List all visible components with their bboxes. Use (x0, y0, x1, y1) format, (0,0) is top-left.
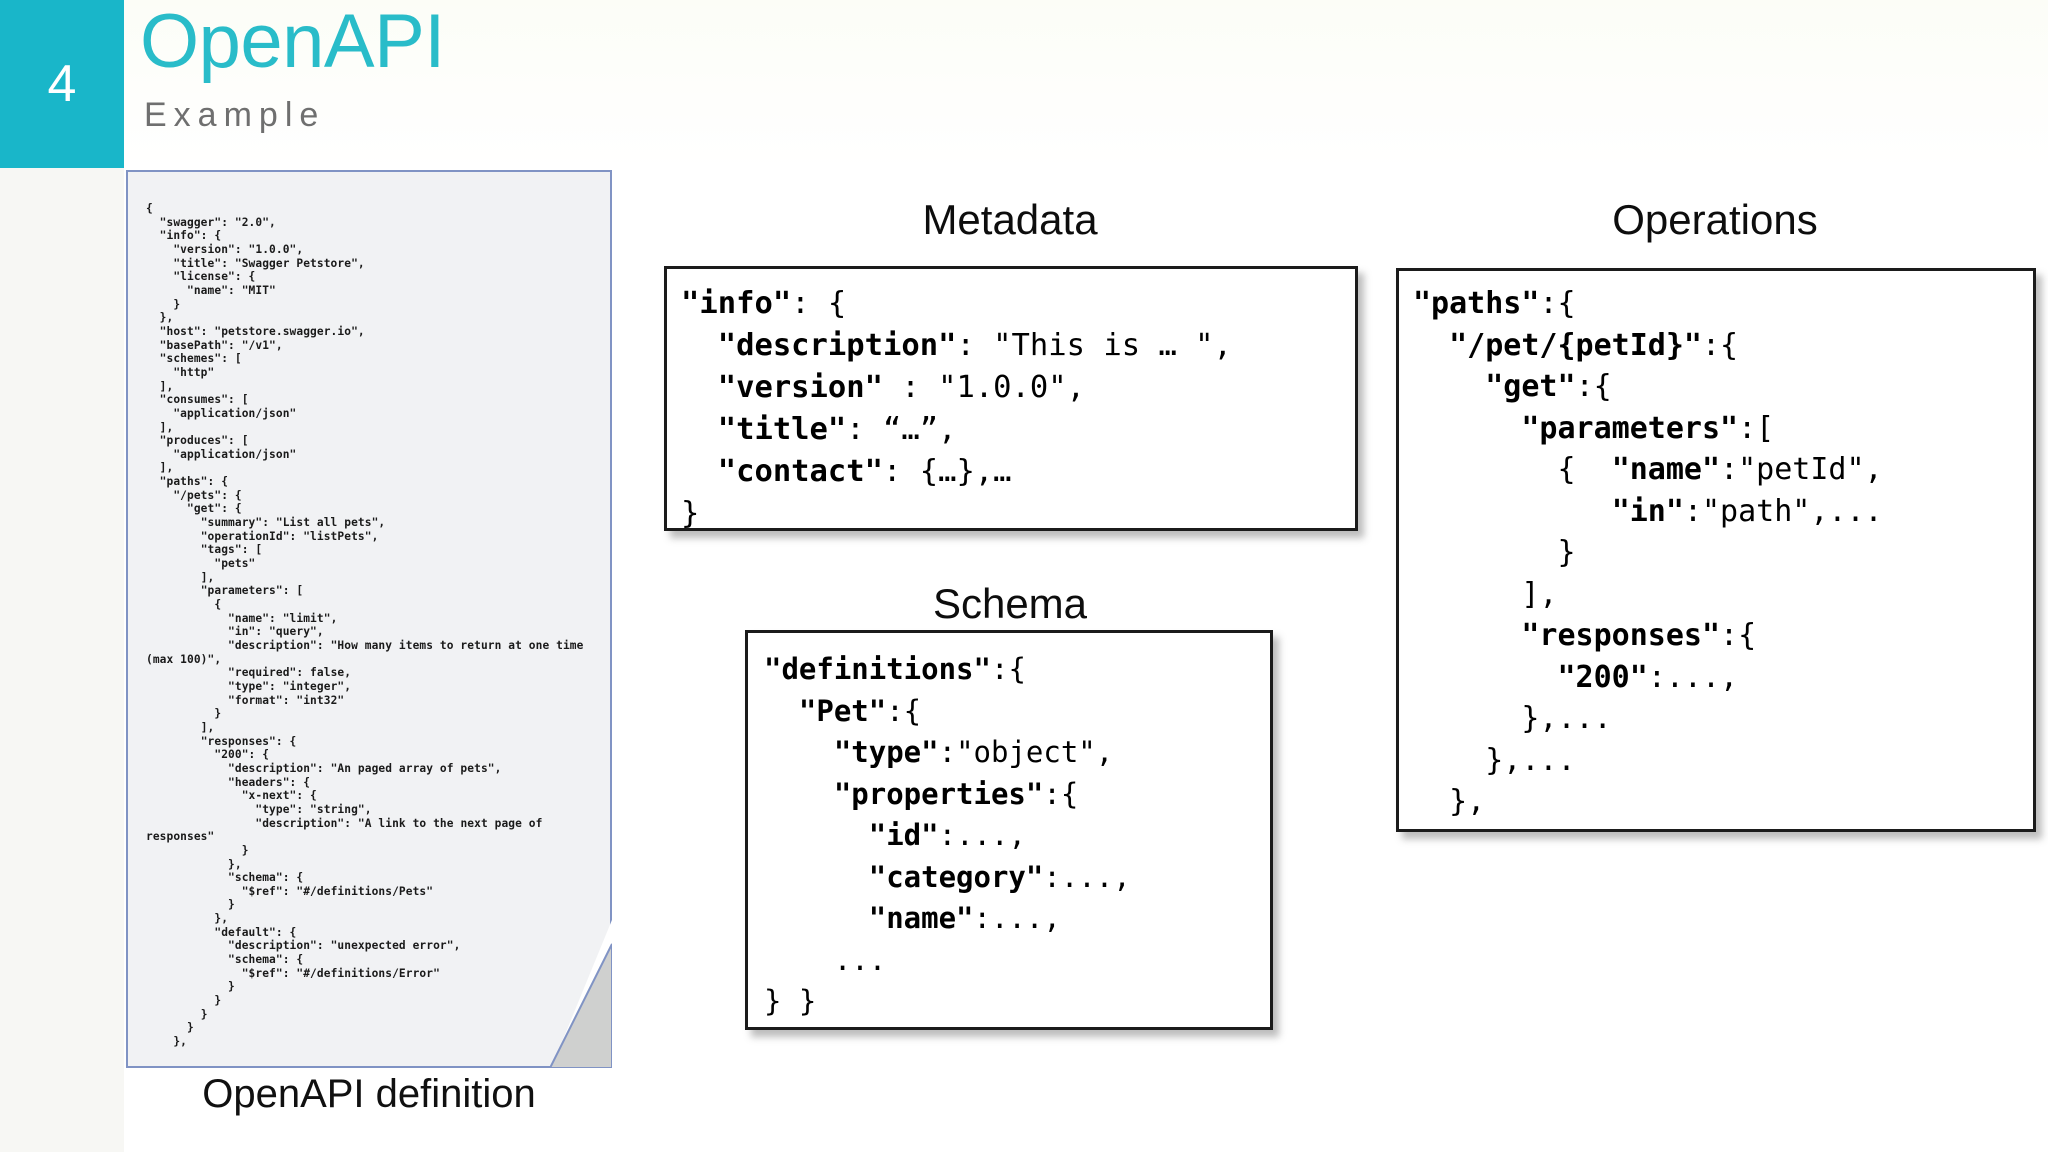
metadata-code-box: "info": { "description": "This is … ", "… (664, 266, 1358, 531)
schema-code-box: "definitions":{ "Pet":{ "type":"object",… (745, 630, 1273, 1030)
slide-number-badge: 4 (0, 0, 124, 168)
left-rail (0, 0, 124, 1152)
document-caption: OpenAPI definition (202, 1072, 536, 1116)
page-fold-corner (550, 943, 612, 1068)
openapi-definition-document: { "swagger": "2.0", "info": { "version":… (126, 170, 612, 1068)
operations-code-box: "paths":{ "/pet/{petId}":{ "get":{ "para… (1396, 268, 2036, 832)
header-background (124, 0, 2048, 168)
schema-code: "definitions":{ "Pet":{ "type":"object",… (764, 652, 1131, 1018)
document-code-text: { "swagger": "2.0", "info": { "version":… (146, 202, 584, 1049)
metadata-code: "info": { "description": "This is … ", "… (681, 286, 1232, 531)
operations-heading: Operations (1612, 196, 1818, 243)
document-page: { "swagger": "2.0", "info": { "version":… (126, 170, 612, 1068)
metadata-heading: Metadata (922, 196, 1098, 243)
page-subtitle: Example (144, 96, 326, 134)
slide-number: 4 (47, 55, 77, 113)
operations-code: "paths":{ "/pet/{petId}":{ "get":{ "para… (1413, 286, 1883, 819)
page-title: OpenAPI (140, 0, 445, 84)
schema-heading: Schema (932, 580, 1088, 627)
